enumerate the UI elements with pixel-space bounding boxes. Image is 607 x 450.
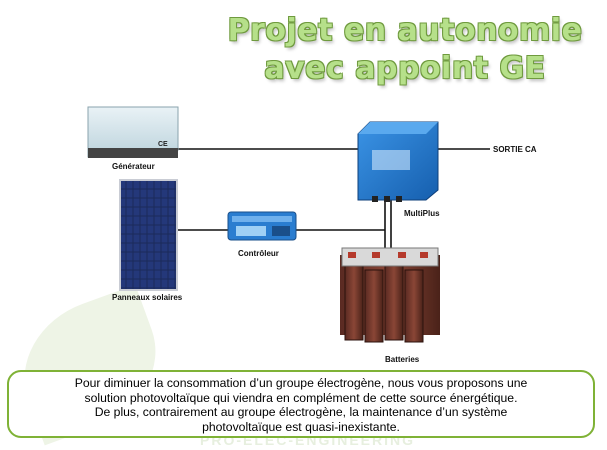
label-generateur: Générateur bbox=[112, 162, 155, 171]
description-line-1: Pour diminuer la consommation d’un group… bbox=[74, 376, 528, 390]
label-panneaux-solaires: Panneaux solaires bbox=[112, 293, 183, 302]
label-controleur: Contrôleur bbox=[238, 249, 279, 258]
generator-illustration: CE bbox=[87, 106, 179, 158]
label-multiplus: MultiPlus bbox=[404, 209, 440, 218]
description-line-4: photovoltaïque est quasi-inexistante. bbox=[202, 419, 400, 434]
ce-mark: CE bbox=[158, 141, 168, 148]
controller-illustration bbox=[227, 211, 297, 241]
label-sortie-ca: SORTIE CA bbox=[493, 145, 537, 154]
description-line-3: De plus, contrairement au groupe électro… bbox=[94, 405, 508, 419]
solar-panel-illustration bbox=[119, 179, 178, 291]
diagram-title: Projet en autonomie avec appoint GE bbox=[215, 12, 595, 88]
label-batteries: Batteries bbox=[385, 355, 420, 364]
wiring bbox=[176, 148, 490, 255]
description-box: Pour diminuer la consommation d’un group… bbox=[7, 370, 595, 438]
batteries-illustration bbox=[340, 247, 440, 343]
title-line-2: avec appoint GE bbox=[264, 51, 546, 86]
multiplus-illustration bbox=[357, 121, 439, 202]
title-line-1: Projet en autonomie bbox=[227, 13, 583, 48]
description-line-2: solution photovoltaïque qui viendra en c… bbox=[84, 390, 518, 405]
